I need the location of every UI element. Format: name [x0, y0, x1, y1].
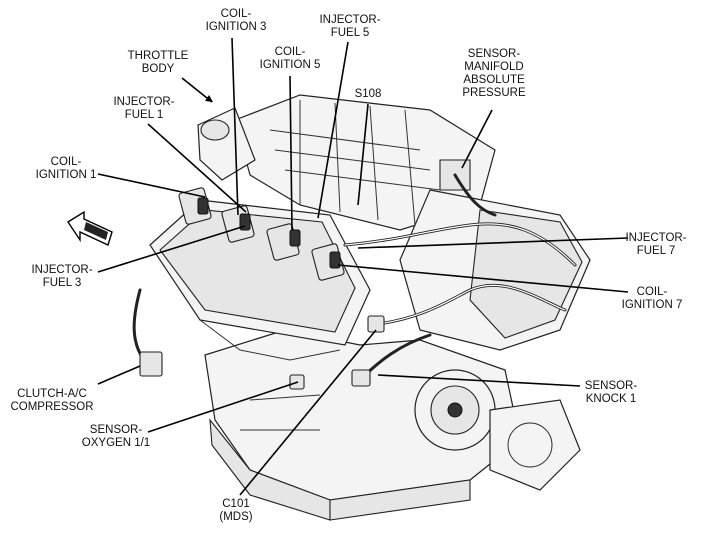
knock-sensor-connector: [351, 369, 371, 387]
label-sensor-oxygen-1-1: SENSOR-OXYGEN 1/1: [81, 424, 151, 449]
label-coil-ignition-3: COIL-IGNITION 3: [205, 8, 267, 33]
c101-connector: [367, 315, 385, 333]
label-injector-fuel-3: INJECTOR-FUEL 3: [31, 264, 93, 289]
label-coil-ignition-7: COIL-IGNITION 7: [621, 286, 683, 311]
engine-block: [132, 94, 591, 521]
label-c101-mds: C101(MDS): [219, 498, 253, 523]
leader-lines: [97, 37, 629, 496]
front-arrow-icon: [67, 210, 113, 246]
label-injector-fuel-1: INJECTOR-FUEL 1: [113, 96, 175, 121]
label-coil-ignition-5: COIL-IGNITION 5: [259, 46, 321, 71]
label-injector-fuel-7: INJECTOR-FUEL 7: [625, 232, 687, 257]
label-s108: S108: [354, 88, 382, 100]
label-sensor-knock-1: SENSOR-KNOCK 1: [584, 380, 638, 405]
ac-clutch-connector: [139, 351, 163, 377]
label-injector-fuel-5: INJECTOR-FUEL 5: [319, 14, 381, 39]
label-coil-ignition-1: COIL-IGNITION 1: [35, 156, 97, 181]
